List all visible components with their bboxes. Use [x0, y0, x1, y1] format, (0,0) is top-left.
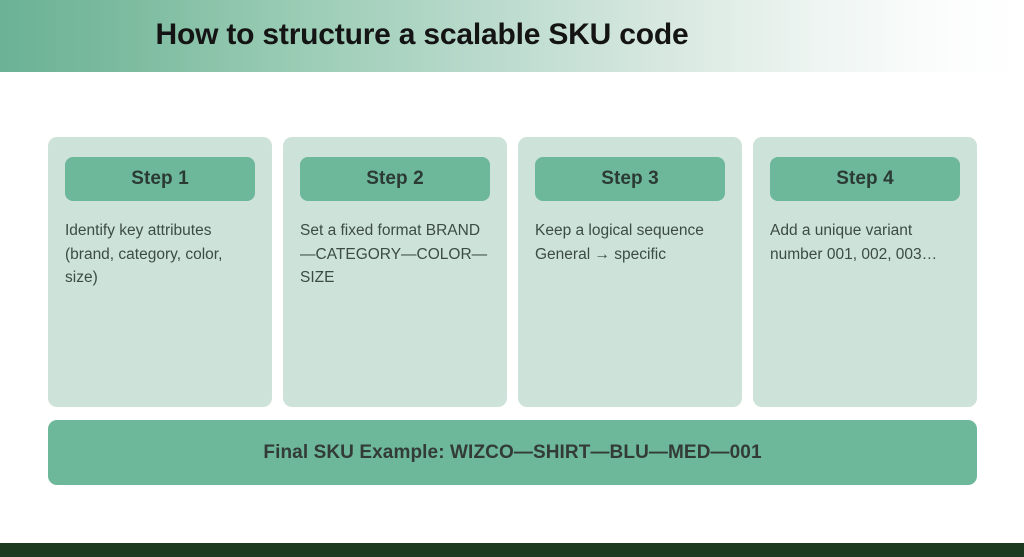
step-body-4: Add a unique variant number 001, 002, 00… [770, 222, 938, 263]
page-title: How to structure a scalable SKU code [155, 18, 689, 51]
step-body-3: Keep a logical sequence General → specif… [535, 222, 704, 263]
steps-row: Step 1 Identify key attributes (brand, c… [48, 137, 977, 407]
step-body-2: Set a fixed format BRAND—CATEGORY—COLOR—… [300, 222, 488, 287]
final-sku-banner: Final SKU Example: WIZCO—SHIRT—BLU—MED—0… [48, 420, 977, 485]
header-banner: How to structure a scalable SKU code [0, 0, 1024, 72]
step-pill-label-3: Step 3 [601, 168, 659, 189]
step-card-2: Step 2 Set a fixed format BRAND—CATEGORY… [283, 137, 507, 407]
final-sku-text: Final SKU Example: WIZCO—SHIRT—BLU—MED—0… [263, 441, 762, 463]
step-pill-2: Step 2 [300, 157, 490, 201]
step-card-3: Step 3 Keep a logical sequence General →… [518, 137, 742, 407]
step-pill-1: Step 1 [65, 157, 255, 201]
step-pill-label-1: Step 1 [131, 168, 189, 189]
step-body-1: Identify key attributes (brand, category… [65, 222, 223, 287]
step-card-4: Step 4 Add a unique variant number 001, … [753, 137, 977, 407]
step-pill-label-2: Step 2 [366, 168, 424, 189]
bottom-accent-strip [0, 543, 1024, 557]
step-pill-3: Step 3 [535, 157, 725, 201]
step-pill-4: Step 4 [770, 157, 960, 201]
step-pill-label-4: Step 4 [836, 168, 894, 189]
step-card-1: Step 1 Identify key attributes (brand, c… [48, 137, 272, 407]
